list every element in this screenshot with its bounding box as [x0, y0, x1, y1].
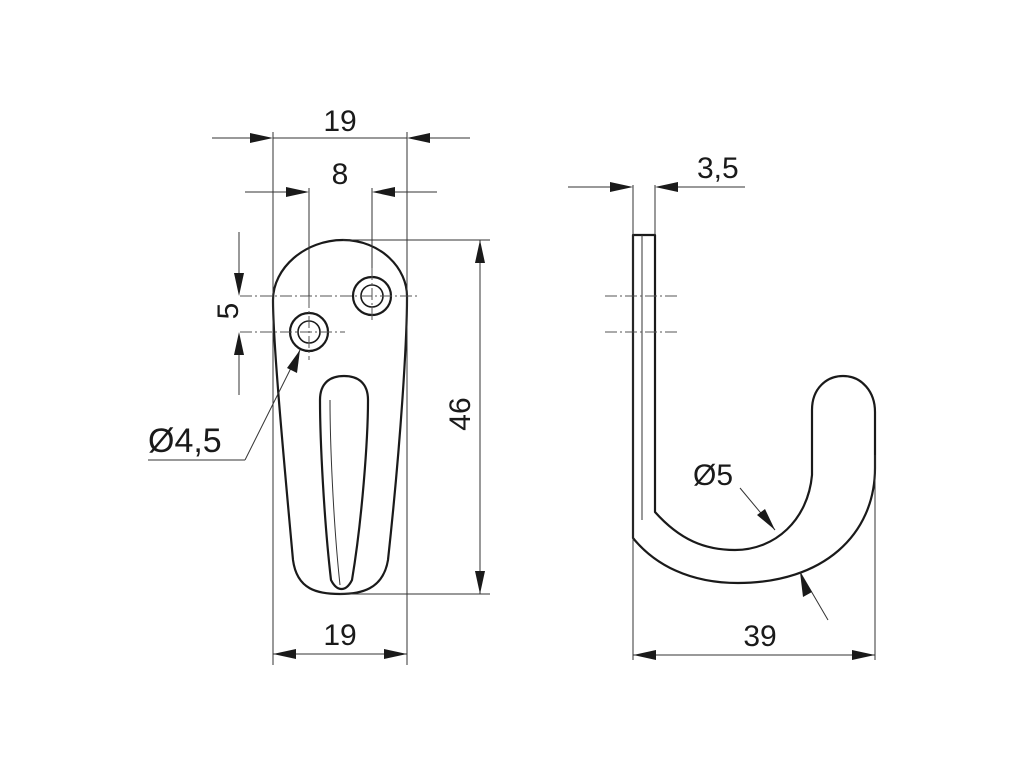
- dim-hole-v-label: 5: [212, 303, 245, 320]
- dim-height-arrow-top: [475, 240, 485, 263]
- dim-hole-v-arrow-top: [234, 273, 244, 296]
- hook-slot: [318, 374, 370, 591]
- hook-profile: [631, 233, 877, 585]
- dim-hole-dia-label: Ø4,5: [148, 422, 222, 460]
- plate-outline: [271, 238, 409, 596]
- dim-thickness-arrow-right: [655, 182, 678, 192]
- dim-hole-h-arrow-right: [372, 187, 395, 197]
- front-view: 19 8 5 Ø4,5 46 19: [148, 105, 490, 665]
- dim-top-width-arrow-left: [250, 133, 273, 143]
- dim-hole-h-arrow-left: [286, 187, 309, 197]
- dim-depth-arrow-left: [633, 650, 656, 660]
- dim-height-label: 46: [444, 397, 477, 430]
- dim-thickness-label: 3,5: [697, 152, 739, 185]
- dim-thickness-arrow-left: [610, 182, 633, 192]
- slot-inner-line: [329, 399, 341, 586]
- dim-depth-label: 39: [743, 620, 776, 653]
- dim-hole-v-arrow-bottom: [234, 332, 244, 355]
- dim-top-width-label: 19: [323, 105, 356, 138]
- dim-rod-dia-arrow-lower: [800, 572, 812, 597]
- dim-height-arrow-bottom: [475, 571, 485, 594]
- dim-bottom-width-arrow-right: [384, 649, 407, 659]
- dim-hole-h-label: 8: [332, 158, 349, 191]
- dim-hole-dia-arrow: [287, 350, 300, 373]
- dim-top-width-arrow-right: [407, 133, 430, 143]
- side-view: 3,5 Ø5 39: [568, 152, 877, 660]
- dim-rod-dia-arrow-upper: [757, 509, 775, 530]
- dim-rod-dia-label: Ø5: [693, 459, 733, 492]
- dim-bottom-width-label: 19: [323, 619, 356, 652]
- dim-depth-arrow-right: [852, 650, 875, 660]
- dim-bottom-width-arrow-left: [273, 649, 296, 659]
